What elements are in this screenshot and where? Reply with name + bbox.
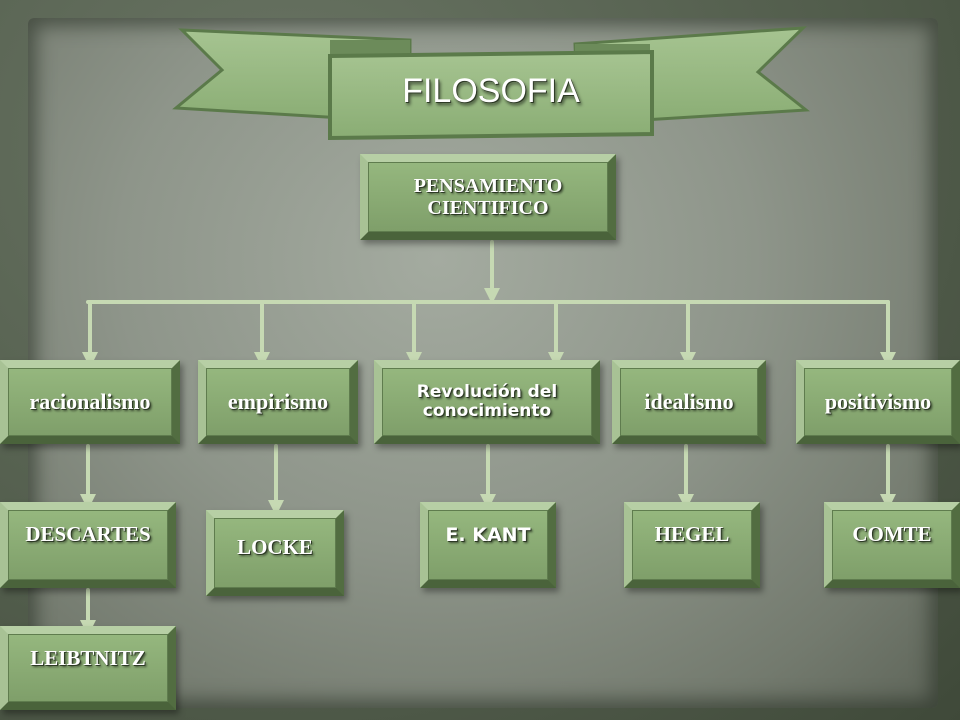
branch-positivismo: positivismo (796, 360, 960, 444)
leaf-locke: LOCKE (206, 510, 344, 596)
diagram-title: FILOSOFIA (402, 72, 580, 110)
root-label: PENSAMIENTO CIENTIFICO (413, 175, 563, 219)
leaf-label: DESCARTES (25, 522, 151, 547)
branch-label: positivismo (824, 388, 932, 414)
leaf-descartes: DESCARTES (0, 502, 176, 588)
leaf-label: E. KANT (445, 523, 531, 546)
branch-label: idealismo (644, 388, 734, 414)
branch-label: empirismo (227, 388, 329, 414)
leaf-label: HEGEL (654, 522, 730, 547)
branch-idealismo: idealismo (612, 360, 766, 444)
branch-label: racionalismo (29, 388, 151, 414)
leaf-kant: E. KANT (420, 502, 556, 588)
leaf-leibtnitz: LEIBTNITZ (0, 626, 176, 710)
branch-racionalismo: racionalismo (0, 360, 180, 444)
leaf-label: LOCKE (237, 535, 313, 560)
branch-label: Revolución del conocimiento (416, 382, 558, 421)
leaf-label: LEIBTNITZ (30, 646, 146, 671)
root-node: PENSAMIENTO CIENTIFICO (360, 154, 616, 240)
leaf-label: COMTE (852, 522, 932, 547)
title-banner (172, 26, 811, 141)
branch-revolucion: Revolución del conocimiento (374, 360, 600, 444)
branch-empirismo: empirismo (198, 360, 358, 444)
leaf-hegel: HEGEL (624, 502, 760, 588)
leaf-comte: COMTE (824, 502, 960, 588)
